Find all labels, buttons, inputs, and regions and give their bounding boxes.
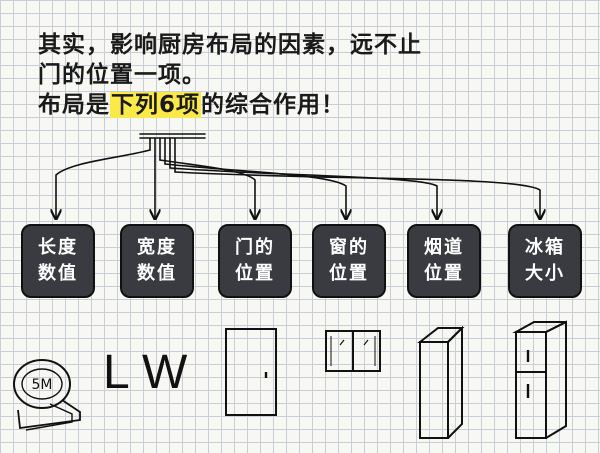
heading-line-1: 其实，影响厨房布局的因素，远不止 [38, 32, 422, 58]
factor-label: 烟道 [424, 237, 464, 258]
factor-box-window: 窗的 位置 [312, 224, 386, 298]
factor-label: 大小 [525, 263, 565, 284]
arrow-to-flue [169, 167, 437, 218]
heading-line-3-prefix: 布局是 [38, 92, 110, 118]
factor-label: 位置 [424, 263, 464, 284]
heading-line-3-suffix: 的综合作用！ [201, 92, 346, 118]
heading-line-3: 布局是下列6项的综合作用！ [38, 90, 578, 120]
length-letter: L [103, 346, 130, 399]
factor-label: 数值 [137, 263, 177, 284]
fridge-icon [512, 320, 567, 439]
tape-measure-icon [13, 359, 81, 431]
factor-box-flue: 烟道 位置 [407, 224, 481, 298]
flue-icon [417, 325, 465, 439]
arrow-to-fridge [174, 171, 540, 218]
factor-label: 长度 [38, 237, 78, 258]
factor-label: 数值 [38, 263, 78, 284]
heading-line-2: 门的位置一项。 [38, 62, 206, 88]
factor-label: 门的 [235, 237, 275, 258]
factor-label: 位置 [235, 263, 275, 284]
door-icon [225, 328, 277, 416]
tape-measure-label: 5M [32, 377, 53, 393]
heading-text: 其实，影响厨房布局的因素，远不止 门的位置一项。 布局是下列6项的综合作用！ [38, 30, 578, 120]
arrow-to-length [56, 149, 151, 218]
factor-box-door: 门的 位置 [218, 224, 292, 298]
factor-label: 冰箱 [525, 237, 565, 258]
width-letter: W [142, 346, 188, 399]
factor-box-width: 宽度 数值 [120, 224, 194, 298]
factor-label: 窗的 [329, 237, 369, 258]
factor-box-fridge: 冰箱 大小 [508, 224, 582, 298]
factor-label: 位置 [329, 263, 369, 284]
factor-label: 宽度 [137, 237, 177, 258]
factor-box-length: 长度 数值 [21, 224, 95, 298]
heading-highlight: 下列6项 [110, 92, 202, 118]
window-icon [325, 330, 381, 372]
